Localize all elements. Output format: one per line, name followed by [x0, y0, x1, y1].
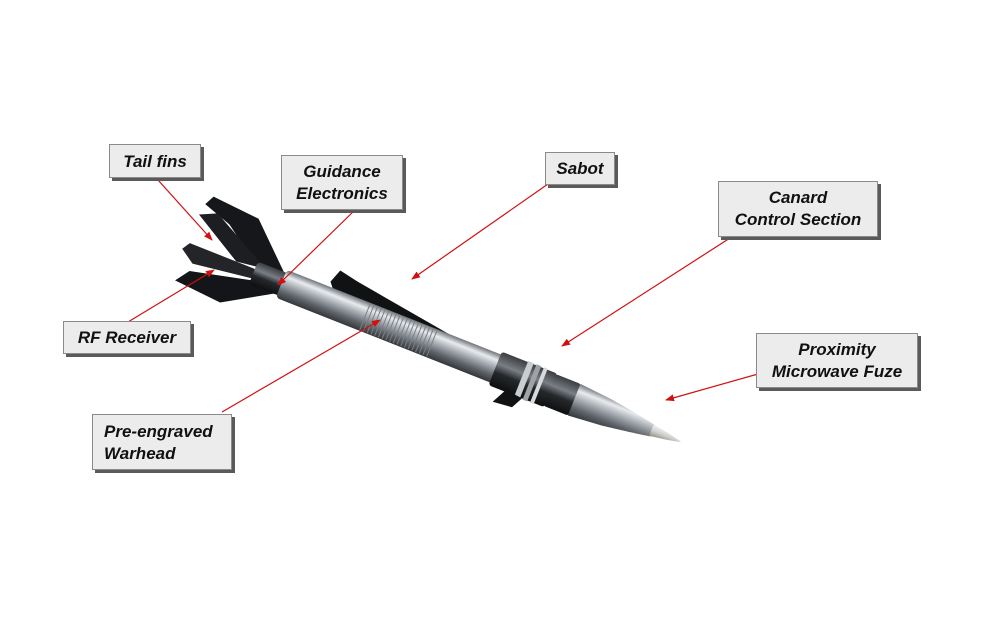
fuze-tip	[649, 424, 682, 442]
leader-rf-receiver	[127, 269, 215, 323]
label-canard-line1: Canard	[768, 188, 828, 207]
canard-band-3	[529, 367, 548, 405]
leader-sabot	[411, 183, 549, 280]
label-proximity-fuze: Proximity Microwave Fuze	[756, 333, 918, 388]
leader-canard	[561, 237, 731, 347]
leader-tail-fins	[157, 179, 213, 241]
leader-guidance	[277, 209, 356, 286]
label-canard-control: Canard Control Section	[718, 181, 878, 237]
leader-proximity	[665, 373, 759, 402]
tail-fin-upper	[205, 196, 285, 275]
tail-fin-mid	[182, 243, 266, 282]
tail-fin-top	[198, 213, 266, 269]
forward-collar	[543, 374, 581, 415]
nose-ogive	[567, 383, 656, 437]
leader-warhead	[221, 319, 381, 413]
label-warhead-line2: Warhead	[104, 444, 176, 463]
label-rf-receiver: RF Receiver	[63, 321, 191, 354]
projectile	[175, 196, 682, 442]
label-guidance-line2: Electronics	[296, 184, 388, 203]
canard-band-1	[514, 360, 534, 399]
label-guidance-electronics: Guidance Electronics	[281, 155, 403, 210]
label-guidance-line1: Guidance	[303, 162, 381, 181]
aft-section	[250, 262, 289, 296]
label-proximity-line2: Microwave Fuze	[771, 362, 903, 381]
label-proximity-line1: Proximity	[798, 340, 876, 359]
canard-band-2	[522, 364, 542, 402]
label-tail-fins: Tail fins	[109, 144, 201, 178]
label-sabot: Sabot	[545, 152, 615, 185]
label-warhead-line1: Pre-engraved	[104, 422, 213, 441]
label-tail-fins-text: Tail fins	[123, 152, 187, 171]
tail-fin-lower	[175, 271, 278, 303]
leader-lines	[127, 179, 759, 413]
label-rf-receiver-text: RF Receiver	[77, 328, 177, 347]
label-canard-line2: Control Section	[734, 210, 862, 229]
label-warhead: Pre-engraved Warhead	[92, 414, 232, 470]
label-sabot-text: Sabot	[556, 159, 604, 178]
canard-fin	[492, 389, 522, 408]
